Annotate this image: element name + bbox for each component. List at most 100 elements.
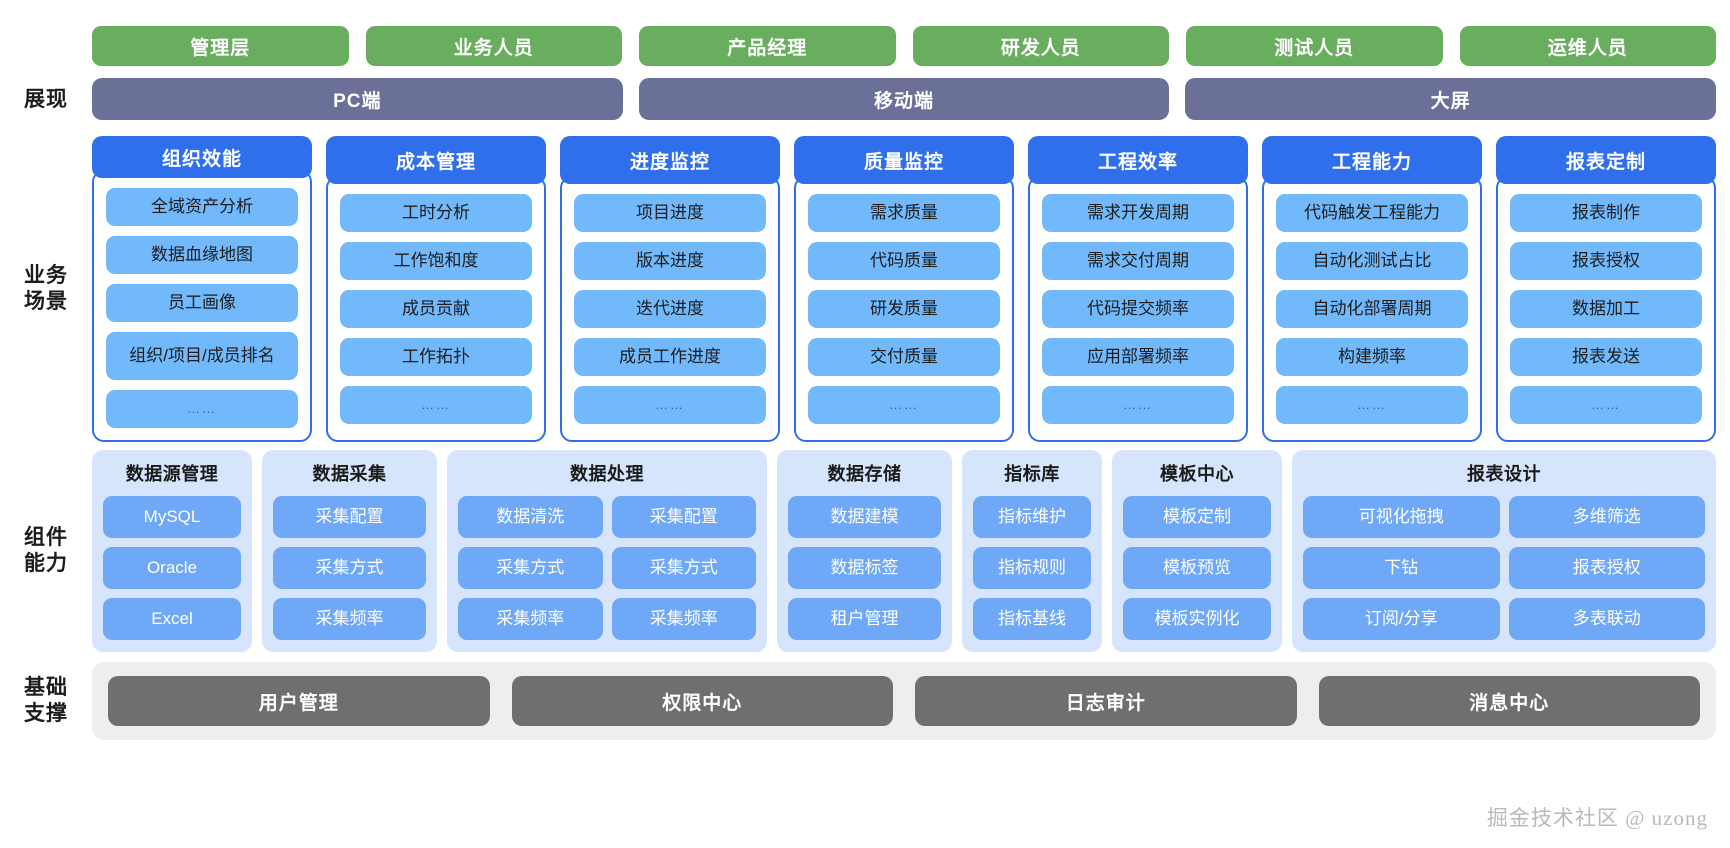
scenario-item[interactable]: 项目进度 [574,194,766,232]
component-item[interactable]: 采集方式 [611,547,756,589]
scenario-item[interactable]: 工作饱和度 [340,242,532,280]
scenario-item[interactable]: 需求质量 [808,194,1000,232]
scenario-item[interactable]: 数据血缘地图 [106,236,298,274]
scenario-item[interactable]: 研发质量 [808,290,1000,328]
persona-row: 管理层业务人员产品经理研发人员测试人员运维人员 [0,0,1730,66]
scenario-column: 进度监控项目进度版本进度迭代进度成员工作进度 …… [560,136,780,442]
scenario-item[interactable]: …… [808,386,1000,424]
scenario-item[interactable]: 迭代进度 [574,290,766,328]
scenario-item[interactable]: 成员贡献 [340,290,532,328]
component-item[interactable]: 采集配置 [273,496,426,538]
scenario-item[interactable]: 报表制作 [1510,194,1702,232]
component-item[interactable]: 模板预览 [1123,547,1271,589]
presentation-pill[interactable]: 大屏 [1185,78,1717,120]
business-scenario-row: 业务 场景 组织效能全域资产分析数据血缘地图员工画像组织/项目/成员排名……成本… [0,122,1730,442]
scenario-item[interactable]: 全域资产分析 [106,188,298,226]
component-item[interactable]: 采集配置 [611,496,756,538]
presentation-pill-list: PC端移动端大屏 [92,78,1730,122]
presentation-pill[interactable]: PC端 [92,78,623,120]
component-item[interactable]: 数据标签 [788,547,941,589]
persona-pill[interactable]: 产品经理 [639,26,896,66]
component-item[interactable]: 多维筛选 [1508,496,1705,538]
component-item[interactable]: 指标维护 [973,496,1091,538]
component-card-title: 数据处理 [570,464,644,484]
persona-pill[interactable]: 研发人员 [912,26,1169,66]
scenario-column: 成本管理工时分析工作饱和度成员贡献工作拓扑 …… [326,136,546,442]
scenario-column-title[interactable]: 成本管理 [326,136,546,184]
component-item[interactable]: 可视化拖拽 [1303,496,1500,538]
persona-pill[interactable]: 业务人员 [365,26,622,66]
scenario-item[interactable]: …… [574,386,766,424]
scenario-item[interactable]: 构建频率 [1276,338,1468,376]
scenario-column-title[interactable]: 组织效能 [92,136,312,178]
scenario-item[interactable]: …… [1276,386,1468,424]
component-item[interactable]: 报表授权 [1508,547,1705,589]
component-card-title: 数据存储 [827,464,902,484]
scenario-item[interactable]: 需求开发周期 [1042,194,1234,232]
scenario-item[interactable]: 成员工作进度 [574,338,766,376]
component-item[interactable]: MySQL [103,496,241,538]
scenario-column-title[interactable]: 工程能力 [1262,136,1482,184]
scenario-item[interactable]: …… [1510,386,1702,424]
component-item[interactable]: 采集方式 [273,547,426,589]
component-card: 数据采集采集配置采集方式采集频率 [262,450,437,652]
component-item[interactable]: 指标规则 [973,547,1091,589]
scenario-item[interactable]: 应用部署频率 [1042,338,1234,376]
persona-pill[interactable]: 管理层 [92,26,349,66]
scenario-item-list: 项目进度版本进度迭代进度成员工作进度 …… [560,176,780,442]
scenario-item[interactable]: 版本进度 [574,242,766,280]
scenario-item[interactable]: 员工画像 [106,284,298,322]
component-item[interactable]: 订阅/分享 [1303,598,1500,640]
scenario-item[interactable]: 代码质量 [808,242,1000,280]
scenario-item[interactable]: 报表授权 [1510,242,1702,280]
scenario-column-title[interactable]: 进度监控 [560,136,780,184]
scenario-item[interactable]: …… [1042,386,1234,424]
component-item[interactable]: 多表联动 [1508,598,1705,640]
scenario-item[interactable]: 代码触发工程能力 [1276,194,1468,232]
foundation-support-row: 基础 支撑 用户管理权限中心日志审计消息中心 [0,652,1730,740]
scenario-column-title[interactable]: 工程效率 [1028,136,1248,184]
scenario-item[interactable]: 自动化部署周期 [1276,290,1468,328]
component-item[interactable]: 采集频率 [611,598,756,640]
foundation-pill[interactable]: 权限中心 [511,676,893,726]
scenario-item[interactable]: 组织/项目/成员排名 [106,332,298,380]
foundation-pill[interactable]: 消息中心 [1318,676,1700,726]
presentation-pill[interactable]: 移动端 [638,78,1170,120]
scenario-column: 工程能力代码触发工程能力自动化测试占比自动化部署周期构建频率 …… [1262,136,1482,442]
component-item[interactable]: 租户管理 [788,598,941,640]
component-item[interactable]: 采集频率 [458,598,603,640]
component-card-title: 指标库 [1004,464,1060,484]
scenario-item[interactable]: …… [340,386,532,424]
scenario-item-list: 全域资产分析数据血缘地图员工画像组织/项目/成员排名 …… [92,170,312,442]
foundation-pill[interactable]: 用户管理 [108,676,490,726]
component-item[interactable]: 采集频率 [273,598,426,640]
scenario-item[interactable]: 数据加工 [1510,290,1702,328]
component-item[interactable]: 数据清洗 [458,496,603,538]
scenario-item[interactable]: 工时分析 [340,194,532,232]
persona-pill[interactable]: 运维人员 [1459,26,1716,66]
scenario-item-list: 代码触发工程能力自动化测试占比自动化部署周期构建频率 …… [1262,176,1482,442]
scenario-item[interactable]: 工作拓扑 [340,338,532,376]
component-card-title: 报表设计 [1467,464,1541,484]
scenario-item[interactable]: …… [106,390,298,428]
component-item[interactable]: 采集方式 [458,547,603,589]
foundation-pill[interactable]: 日志审计 [915,676,1297,726]
business-scenario-label-line1: 业务 [24,264,68,288]
scenario-item[interactable]: 报表发送 [1510,338,1702,376]
persona-pill[interactable]: 测试人员 [1186,26,1443,66]
component-item[interactable]: 模板实例化 [1123,598,1271,640]
scenario-item[interactable]: 交付质量 [808,338,1000,376]
component-item-grid: 指标维护指标规则指标基线 [973,496,1091,640]
scenario-item[interactable]: 自动化测试占比 [1276,242,1468,280]
scenario-column-title[interactable]: 报表定制 [1496,136,1716,184]
scenario-item[interactable]: 需求交付周期 [1042,242,1234,280]
scenario-item-list: 需求开发周期需求交付周期代码提交频率应用部署频率 …… [1028,176,1248,442]
scenario-column-title[interactable]: 质量监控 [794,136,1014,184]
scenario-item[interactable]: 代码提交频率 [1042,290,1234,328]
component-item[interactable]: 数据建模 [788,496,941,538]
component-item[interactable]: 指标基线 [973,598,1091,640]
component-item[interactable]: Oracle [103,547,241,589]
component-item[interactable]: 模板定制 [1123,496,1271,538]
component-item[interactable]: Excel [103,598,241,640]
component-item[interactable]: 下钻 [1303,547,1500,589]
